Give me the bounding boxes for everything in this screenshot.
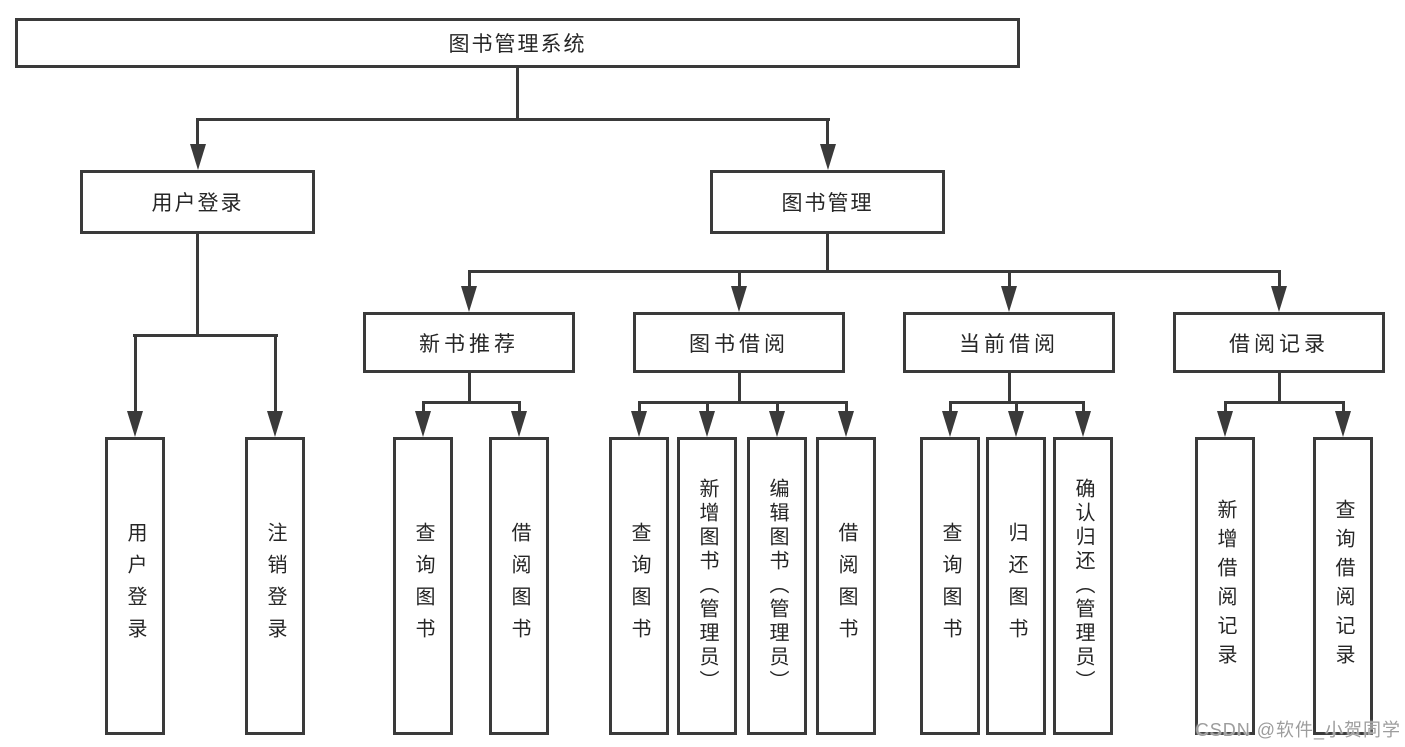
connector-line	[516, 68, 519, 121]
records-add-leaf: 新增借阅记录	[1195, 437, 1255, 735]
arrow-down-icon	[1217, 411, 1233, 437]
current-return-leaf-label: 归还图书	[1005, 522, 1027, 650]
arrow-down-icon	[631, 411, 647, 437]
arrow-down-icon	[190, 144, 206, 170]
connector-line	[1342, 401, 1345, 413]
connector-line	[1082, 401, 1085, 413]
connector-line	[196, 234, 199, 336]
connector-line	[706, 401, 709, 413]
connector-line	[422, 401, 425, 413]
new-book-recommend-label: 新书推荐	[419, 332, 519, 356]
borrow-records-label: 借阅记录	[1229, 332, 1329, 356]
connector-line	[949, 401, 952, 413]
borrow-borrow-leaf-label: 借阅图书	[835, 522, 857, 650]
connector-line	[468, 270, 471, 290]
arrow-down-icon	[267, 411, 283, 437]
user-login-leaf: 用户登录	[105, 437, 165, 735]
connector-line	[738, 373, 741, 403]
arrow-down-icon	[769, 411, 785, 437]
borrow-records-node: 借阅记录	[1173, 312, 1385, 373]
arrow-down-icon	[838, 411, 854, 437]
arrow-down-icon	[511, 411, 527, 437]
book-management-node-label: 图书管理	[781, 192, 874, 215]
connector-line	[1224, 401, 1345, 404]
newbook-borrow-leaf-label: 借阅图书	[508, 522, 530, 650]
borrow-edit-leaf: 编辑图书（管理员）	[747, 437, 807, 735]
connector-line	[1008, 270, 1011, 290]
current-confirm-leaf-label: 确认归还（管理员）	[1072, 478, 1094, 694]
current-borrow-label: 当前借阅	[959, 332, 1059, 356]
arrow-down-icon	[127, 411, 143, 437]
connector-line	[196, 118, 830, 121]
connector-line	[1278, 373, 1281, 403]
arrow-down-icon	[731, 286, 747, 312]
book-borrow-label: 图书借阅	[689, 332, 789, 356]
current-query-leaf: 查询图书	[920, 437, 980, 735]
connector-line	[422, 401, 521, 404]
arrow-down-icon	[699, 411, 715, 437]
arrow-down-icon	[942, 411, 958, 437]
newbook-query-leaf-label: 查询图书	[412, 522, 434, 650]
current-query-leaf-label: 查询图书	[939, 522, 961, 650]
logout-leaf: 注销登录	[245, 437, 305, 735]
user-login-node-label: 用户登录	[151, 192, 244, 215]
arrow-down-icon	[461, 286, 477, 312]
arrow-down-icon	[1271, 286, 1287, 312]
current-return-leaf: 归还图书	[986, 437, 1046, 735]
connector-line	[638, 401, 848, 404]
watermark: CSDN @软件_小贺同学	[1195, 720, 1401, 740]
arrow-down-icon	[1075, 411, 1091, 437]
borrow-borrow-leaf: 借阅图书	[816, 437, 876, 735]
connector-line	[1008, 373, 1011, 403]
connector-line	[1278, 270, 1281, 290]
arrow-down-icon	[415, 411, 431, 437]
connector-line	[518, 401, 521, 413]
records-add-leaf-label: 新增借阅记录	[1214, 499, 1236, 673]
current-borrow-node: 当前借阅	[903, 312, 1115, 373]
connector-line	[468, 373, 471, 403]
records-query-leaf-label: 查询借阅记录	[1332, 499, 1354, 673]
arrow-down-icon	[820, 144, 836, 170]
connector-line	[638, 401, 641, 413]
connector-line	[826, 118, 829, 148]
connector-line	[134, 334, 137, 413]
logout-leaf-label: 注销登录	[264, 522, 286, 650]
user-login-node: 用户登录	[80, 170, 315, 234]
borrow-query-leaf-label: 查询图书	[628, 522, 650, 650]
connector-line	[1224, 401, 1227, 413]
borrow-edit-leaf-label: 编辑图书（管理员）	[766, 478, 788, 694]
book-borrow-node: 图书借阅	[633, 312, 845, 373]
user-login-leaf-label: 用户登录	[124, 522, 146, 650]
connector-line	[1015, 401, 1018, 413]
book-management-node: 图书管理	[710, 170, 945, 234]
current-confirm-leaf: 确认归还（管理员）	[1053, 437, 1113, 735]
connector-line	[274, 334, 277, 413]
connector-line	[826, 234, 829, 273]
records-query-leaf: 查询借阅记录	[1313, 437, 1373, 735]
new-book-recommend-node: 新书推荐	[363, 312, 575, 373]
newbook-query-leaf: 查询图书	[393, 437, 453, 735]
connector-line	[468, 270, 1281, 273]
connector-line	[738, 270, 741, 290]
borrow-add-leaf-label: 新增图书（管理员）	[696, 478, 718, 694]
connector-line	[133, 334, 278, 337]
arrow-down-icon	[1008, 411, 1024, 437]
arrow-down-icon	[1001, 286, 1017, 312]
connector-line	[776, 401, 779, 413]
newbook-borrow-leaf: 借阅图书	[489, 437, 549, 735]
borrow-query-leaf: 查询图书	[609, 437, 669, 735]
connector-line	[196, 118, 199, 148]
connector-line	[845, 401, 848, 413]
borrow-add-leaf: 新增图书（管理员）	[677, 437, 737, 735]
root-node-label: 图书管理系统	[448, 33, 587, 56]
arrow-down-icon	[1335, 411, 1351, 437]
root-node: 图书管理系统	[15, 18, 1020, 68]
